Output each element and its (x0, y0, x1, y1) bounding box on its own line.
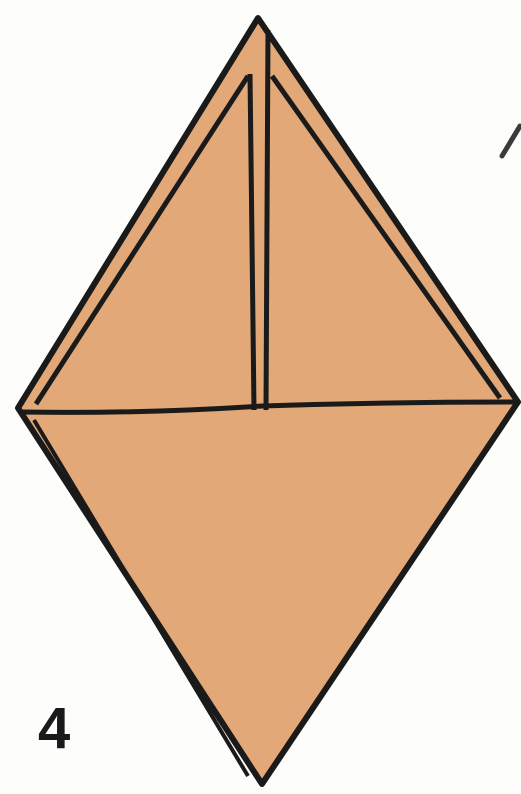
center-crease-right (266, 30, 268, 410)
step-number: 4 (38, 700, 70, 758)
direction-tick-mark (502, 126, 520, 156)
